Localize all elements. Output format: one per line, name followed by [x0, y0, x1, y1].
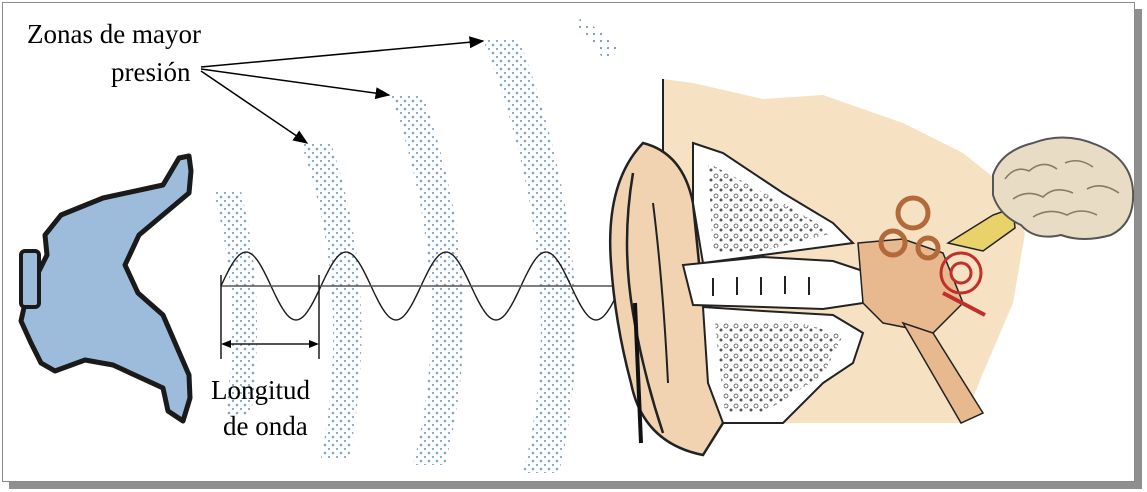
ear-anatomy-illustration: [610, 79, 1025, 455]
pointer-arrows: [201, 41, 483, 143]
ear-canal: [683, 257, 863, 309]
figure-frame: Zonas de mayor presión Longitud de onda: [2, 2, 1135, 482]
wavelength-label-line1: Longitud: [211, 375, 310, 405]
pressure-zone-4: [483, 39, 576, 473]
loudspeaker-icon: [21, 156, 191, 421]
pressure-zones-label-line1: Zonas de mayor: [27, 19, 201, 49]
pressure-zone-2: [301, 143, 361, 458]
pressure-zones-label-line2: presión: [111, 57, 190, 87]
wavelength-label-line2: de onda: [223, 411, 308, 441]
pressure-zone-3: [391, 95, 464, 465]
pressure-zone-5: [577, 17, 623, 59]
